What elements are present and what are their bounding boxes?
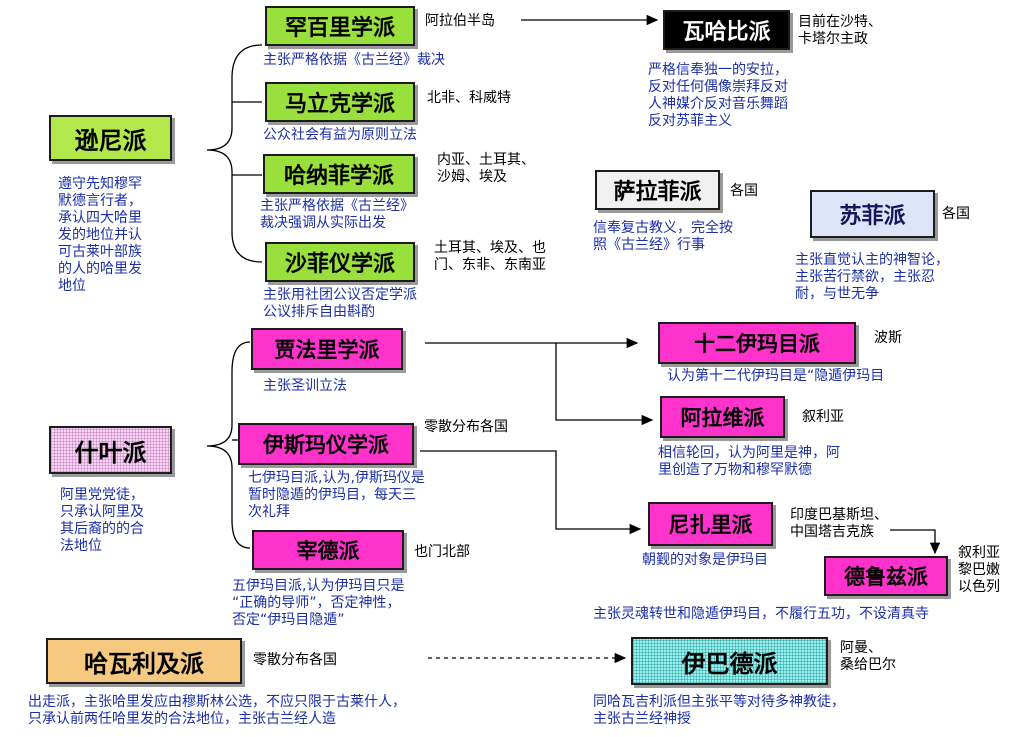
jafari-description: 主张圣训立法 xyxy=(263,378,347,394)
hanbali-description: 主张严格依据《古兰经》裁决 xyxy=(263,52,445,68)
twelver-region: 波斯 xyxy=(874,330,902,346)
kharijite-description: 出走派，主张哈里发应由穆斯林公选，不应只限于古莱什人， 只承认前两任哈里发的合法… xyxy=(28,694,406,727)
hanafi-box: 哈纳菲学派 xyxy=(263,154,415,194)
zaydi-region: 也门北部 xyxy=(414,544,470,560)
shia-bracket xyxy=(206,341,251,549)
hanbali-region: 阿拉伯半岛 xyxy=(425,13,495,29)
shafii-description: 主张用社团公议否定学派 公议排斥自由斟酌 xyxy=(263,287,417,320)
wahhabi-region: 目前在沙特、 卡塔尔主政 xyxy=(798,14,882,47)
hanafi-region: 内亚、土耳其、 沙姆、埃及 xyxy=(437,152,535,185)
wahhabi-label: 瓦哈比派 xyxy=(682,20,771,45)
jafari-box: 贾法里学派 xyxy=(251,328,403,370)
ibadi-description: 同哈瓦吉利派但主张平等对待多神教徒， 主张古兰经神授 xyxy=(593,694,845,727)
sufi-box: 苏菲派 xyxy=(810,190,935,238)
maliki-box: 马立克学派 xyxy=(265,82,415,122)
ismaili-box: 伊斯玛仪学派 xyxy=(238,423,414,465)
zaydi-box: 宰德派 xyxy=(252,530,404,570)
twelver-box: 十二伊玛目派 xyxy=(658,322,856,364)
zaydi-label: 宰德派 xyxy=(296,539,360,563)
sunni-box: 逊尼派 xyxy=(49,115,172,161)
ibadi-region: 阿曼、 桑给巴尔 xyxy=(840,640,896,673)
nizari-box: 尼扎里派 xyxy=(648,502,773,546)
kharijite-box: 哈瓦利及派 xyxy=(46,638,242,684)
salafi-box: 萨拉菲派 xyxy=(595,170,720,210)
nizari-region: 印度巴基斯坦、 中国塔吉克族 xyxy=(790,507,888,540)
twelver-label: 十二伊玛目派 xyxy=(694,332,820,356)
arrow-nizari-druze xyxy=(890,529,941,555)
shia-label: 什叶派 xyxy=(74,438,147,467)
wahhabi-description: 严格信奉独一的安拉， 反对任何偶像崇拜反对 人神媒介反对音乐舞蹈 反对苏菲主义 xyxy=(648,62,788,129)
sufi-description: 主张直觉认主的神智论， 主张苦行禁欲，主张忍 耐，与世无争 xyxy=(795,252,949,302)
hanbali-box: 罕百里学派 xyxy=(265,6,415,46)
shafii-region: 土耳其、埃及、也 门、东非、东南亚 xyxy=(434,240,546,273)
ismaili-description: 七伊玛目派,认为,伊斯玛仪是 暂时隐遁的伊玛目，每天三 次礼拜 xyxy=(248,470,425,520)
zaydi-description: 五伊玛目派,认为伊玛目只是 “正确的导师”，否定神性， 否定“伊玛目隐遁” xyxy=(232,578,405,628)
twelver-description: 认为第十二代伊玛目是“隐遁伊玛目 xyxy=(667,368,885,384)
sunni-bracket xyxy=(206,44,263,263)
sufi-region: 各国 xyxy=(942,206,970,222)
shia-box: 什叶派 xyxy=(49,426,172,474)
jafari-label: 贾法里学派 xyxy=(274,338,380,362)
arrow-jafari-alawite xyxy=(555,343,654,426)
ibadi-box: 伊巴德派 xyxy=(631,637,828,685)
wahhabi-box: 瓦哈比派 xyxy=(663,10,790,50)
hanafi-label: 哈纳菲学派 xyxy=(283,164,394,189)
kharijite-label: 哈瓦利及派 xyxy=(84,649,204,678)
alawite-region: 叙利亚 xyxy=(802,409,844,425)
druze-region: 叙利亚 黎巴嫩 以色列 xyxy=(958,545,1000,595)
sunni-description: 遵守先知穆罕 默德言行者， 承认四大哈里 发的地位并认 可古莱叶部族 的人的哈里… xyxy=(58,176,142,294)
kharijite-note: 零散分布各国 xyxy=(253,652,337,668)
alawite-label: 阿拉维派 xyxy=(680,406,765,430)
maliki-label: 马立克学派 xyxy=(284,92,395,117)
shafii-box: 沙菲仪学派 xyxy=(265,242,415,282)
alawite-description: 相信轮回，认为阿里是神，阿 里创造了万物和穆罕默德 xyxy=(658,445,840,478)
ismaili-region: 零散分布各国 xyxy=(424,419,508,435)
nizari-label: 尼扎里派 xyxy=(668,513,753,537)
nizari-description: 朝觐的对象是伊玛目 xyxy=(642,552,768,568)
druze-label: 德鲁兹派 xyxy=(844,565,928,589)
shafii-label: 沙菲仪学派 xyxy=(284,252,395,277)
sufi-label: 苏菲派 xyxy=(839,204,906,229)
shia-description: 阿里党党徒， 只承认阿里及 其后裔的的合 法地位 xyxy=(60,487,144,554)
sunni-label: 逊尼派 xyxy=(74,126,147,155)
maliki-description: 公众社会有益为原则立法 xyxy=(263,127,417,143)
hanbali-label: 罕百里学派 xyxy=(284,16,395,41)
salafi-label: 萨拉菲派 xyxy=(613,180,702,205)
arrow-ismaili-nizari xyxy=(420,450,642,535)
hanafi-description: 主张严格依据《古兰经》 裁决强调从实际出发 xyxy=(260,198,414,231)
druze-box: 德鲁兹派 xyxy=(824,556,948,596)
salafi-description: 信奉复古教义，完全按 照《古兰经》行事 xyxy=(593,220,733,253)
alawite-box: 阿拉维派 xyxy=(660,396,785,438)
maliki-region: 北非、科威特 xyxy=(427,90,511,106)
ibadi-label: 伊巴德派 xyxy=(681,649,778,678)
druze-description: 主张灵魂转世和隐遁伊玛目，不履行五功，不设清真寺 xyxy=(593,606,929,622)
salafi-region: 各国 xyxy=(730,183,758,199)
ismaili-label: 伊斯玛仪学派 xyxy=(263,433,389,457)
